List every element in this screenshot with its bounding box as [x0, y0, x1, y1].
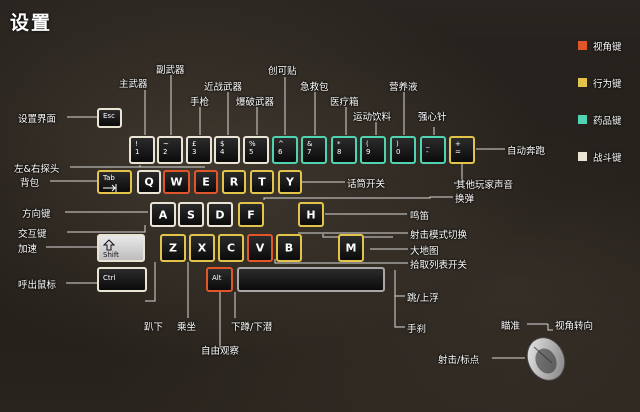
key-f[interactable]: F — [238, 202, 264, 227]
legend-label-medicine: 药品键 — [593, 116, 622, 127]
key-5[interactable]: % 5 — [243, 136, 269, 164]
label-fire-mode-toggle: 射击模式切换 — [410, 230, 468, 241]
key-a[interactable]: A — [150, 202, 176, 227]
key-m[interactable]: M — [338, 234, 364, 262]
label-aim: 瞄准 — [501, 321, 521, 332]
key-b[interactable]: B — [276, 234, 302, 262]
label-show-cursor: 呼出鼠标 — [18, 280, 57, 291]
key-q[interactable]: Q — [137, 170, 161, 194]
key-d[interactable]: D — [207, 202, 233, 227]
legend-label-action: 行为键 — [593, 79, 622, 90]
key-space[interactable] — [237, 267, 385, 292]
key-x[interactable]: X — [189, 234, 215, 262]
label-explosive-weapon: 爆破武器 — [236, 97, 275, 108]
key-8[interactable]: * 8 — [331, 136, 357, 164]
label-fire-mark: 射击/标点 — [438, 355, 480, 366]
label-ride: 乘坐 — [177, 322, 197, 333]
label-first-aid-kit: 急救包 — [300, 82, 329, 93]
legend-label-view: 视角键 — [593, 42, 622, 53]
key-tab[interactable]: Tab — [97, 170, 132, 194]
key-h[interactable]: H — [298, 202, 324, 227]
label-pickup-list-toggle: 拾取列表开关 — [410, 260, 468, 271]
key-3[interactable]: £ 3 — [186, 136, 212, 164]
label-adrenaline: 强心针 — [418, 112, 447, 123]
label-settings-menu: 设置界面 — [18, 114, 57, 125]
legend-swatch-view — [578, 41, 587, 50]
label-nutrient-solution: 营养液 — [389, 82, 418, 93]
legend-label-combat: 战斗键 — [593, 153, 622, 164]
page-title: 设置 — [10, 12, 53, 34]
label-prone: 趴下 — [144, 322, 164, 333]
key-7[interactable]: & 7 — [301, 136, 327, 164]
label-backpack: 背包 — [20, 178, 40, 189]
key-r[interactable]: R — [222, 170, 246, 194]
label-mic-toggle: 话筒开关 — [347, 179, 386, 190]
label-primary-weapon: 主武器 — [119, 79, 148, 90]
key-z[interactable]: Z — [160, 234, 186, 262]
label-pistol: 手枪 — [190, 97, 210, 108]
label-crouch-dive: 下蹲/下潜 — [231, 322, 273, 333]
key-6[interactable]: ^ 6 — [272, 136, 298, 164]
key-t[interactable]: T — [250, 170, 274, 194]
shift-arrow-icon — [103, 239, 115, 251]
label-energy-drink: 运动饮料 — [353, 112, 392, 123]
key-w[interactable]: W — [163, 170, 190, 194]
label-sprint: 加速 — [18, 244, 38, 255]
legend-swatch-combat — [578, 152, 587, 161]
label-lean-left-right: 左&右探头 — [14, 164, 60, 175]
key-ctrl[interactable]: Ctrl — [97, 267, 147, 292]
label-handbrake: 手刹 — [407, 324, 427, 335]
key-9[interactable]: ( 9 — [360, 136, 386, 164]
key-e[interactable]: E — [194, 170, 218, 194]
key-s[interactable]: S — [178, 202, 204, 227]
label-bandage: 创可贴 — [268, 66, 297, 77]
label-other-players-voice: 其他玩家声音 — [456, 180, 514, 191]
label-auto-run: 自动奔跑 — [507, 146, 546, 157]
label-melee-weapon: 近战武器 — [204, 82, 243, 93]
label-horn: 鸣笛 — [410, 211, 430, 222]
key-alt[interactable]: Alt — [206, 267, 233, 292]
label-direction-keys: 方向键 — [22, 209, 51, 220]
key-v[interactable]: V — [247, 234, 273, 262]
tab-arrow-icon — [103, 184, 117, 192]
label-jump-surface: 跳/上浮 — [407, 293, 439, 304]
key-minus[interactable]: _ - — [420, 136, 446, 164]
key-shift[interactable]: Shift — [97, 234, 145, 262]
key-y[interactable]: Y — [278, 170, 302, 194]
label-interact-key: 交互键 — [18, 229, 47, 240]
label-reload: 换弹 — [455, 194, 475, 205]
key-2[interactable]: ~ 2 — [157, 136, 183, 164]
key-equals[interactable]: + = — [449, 136, 475, 164]
label-camera-turn: 视角转向 — [555, 321, 594, 332]
key-c[interactable]: C — [218, 234, 244, 262]
key-0[interactable]: ) 0 — [390, 136, 416, 164]
legend-swatch-action — [578, 78, 587, 87]
label-secondary-weapon: 副武器 — [156, 65, 185, 76]
label-free-look: 自由观察 — [201, 346, 240, 357]
key-1[interactable]: ! 1 — [129, 136, 155, 164]
mouse-icon — [526, 337, 566, 381]
key-4[interactable]: $ 4 — [214, 136, 240, 164]
legend-swatch-medicine — [578, 115, 587, 124]
label-big-map: 大地图 — [410, 246, 439, 257]
key-esc[interactable]: Esc — [97, 108, 122, 128]
label-medkit: 医疗箱 — [330, 97, 359, 108]
